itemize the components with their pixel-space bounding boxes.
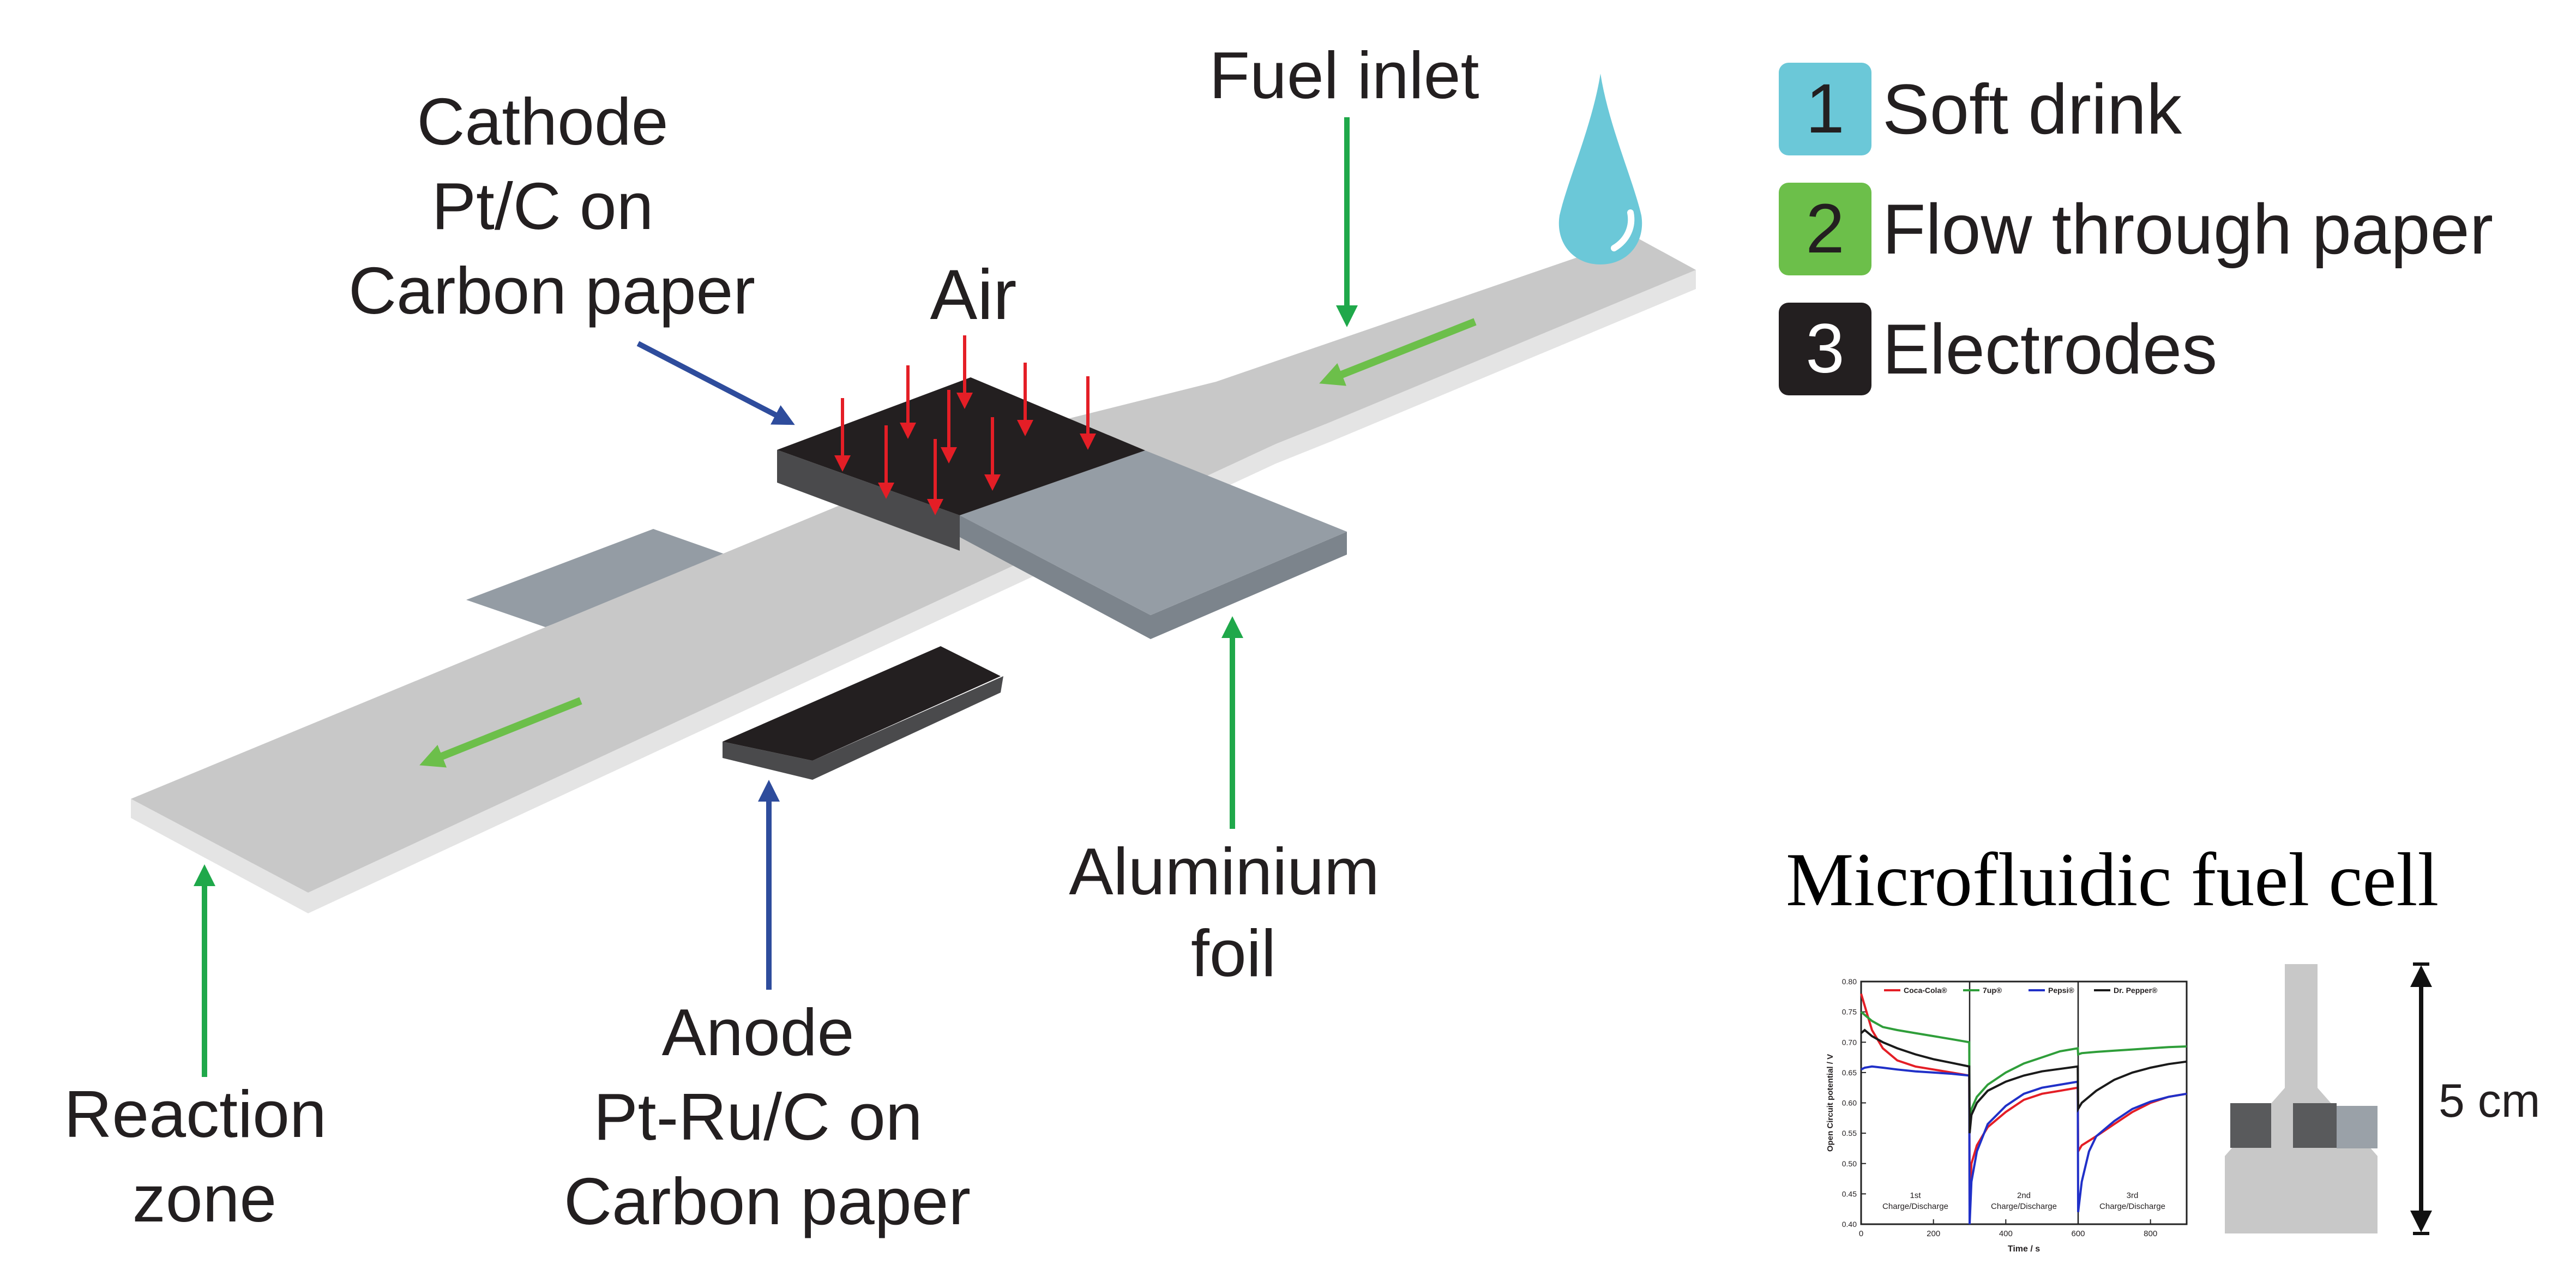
chart-legend-label: Dr. Pepper®	[2114, 986, 2158, 995]
chart-plot-frame	[1860, 980, 2188, 1225]
flow-arrow-reaction	[419, 697, 582, 768]
scale-label: 5 cm	[2439, 1075, 2540, 1127]
aluminium-foil-side	[960, 515, 1347, 639]
paper-strip	[131, 237, 1696, 893]
cathode-label: Cathode Pt/C on Carbon paper	[348, 85, 755, 328]
legend-text-1: Soft drink	[1882, 69, 2182, 149]
stage-label: Charge/Discharge	[1991, 1202, 2057, 1211]
legend-text-2: Flow through paper	[1882, 189, 2493, 269]
cathode-electrode-side	[777, 450, 960, 551]
chart-legend-label: Pepsi®	[2048, 986, 2074, 995]
legend-item-electrodes: 3 Electrodes	[1779, 303, 2217, 395]
cathode-electrode	[777, 377, 1145, 515]
y-tick-label: 0.55	[1842, 1129, 1857, 1137]
bottle-paper	[2225, 964, 2378, 1233]
chart-legend-label: 7up®	[1983, 986, 2002, 995]
reaction-zone-label: Reaction zone	[64, 1077, 345, 1236]
diagram-labels: Cathode Pt/C on Carbon paper Air Fuel in…	[64, 38, 1479, 1238]
bottle-device	[2225, 964, 2378, 1233]
legend-swatch-1	[1779, 63, 1871, 155]
legend-text-3: Electrodes	[1882, 309, 2217, 389]
x-tick-label: 200	[1927, 1229, 1940, 1238]
stage-label: Charge/Discharge	[2099, 1202, 2165, 1211]
chart-legend-label: Coca-Cola®	[1904, 986, 1947, 995]
aluminium-foil	[960, 450, 1347, 615]
x-tick-label: 600	[2071, 1229, 2085, 1238]
series-line	[1860, 993, 2187, 1206]
series-line	[1860, 1011, 2187, 1134]
aluminium-label: Aluminium foil	[1069, 834, 1398, 990]
series-line	[1860, 1028, 2187, 1134]
legend-item-flow: 2 Flow through paper	[1779, 183, 2493, 275]
y-tick-label: 0.40	[1842, 1220, 1857, 1229]
droplet-icon	[1558, 74, 1642, 264]
y-tick-label: 0.50	[1842, 1159, 1857, 1168]
y-tick-label: 0.60	[1842, 1099, 1857, 1108]
device-3d	[131, 74, 1696, 913]
x-tick-label: 0	[1859, 1229, 1863, 1238]
label-arrows	[194, 117, 1358, 1077]
scale-bar	[2410, 962, 2432, 1235]
x-tick-label: 800	[2144, 1229, 2157, 1238]
stage-label: 1st	[1910, 1191, 1921, 1200]
bottle-electrode-left	[2230, 1103, 2271, 1148]
x-axis-label: Time / s	[2008, 1244, 2040, 1254]
legend-item-soft-drink: 1 Soft drink	[1779, 63, 2182, 155]
y-tick-label: 0.80	[1842, 977, 1857, 986]
potential-chart: 0.40 0.45 0.50 0.55 0.60 0.65 0.70 0.75 0.80 0 200…	[1826, 977, 2188, 1254]
aluminium-foil-under	[466, 529, 731, 627]
series-line	[1861, 1065, 2187, 1225]
bottle-foil-right	[2337, 1106, 2378, 1148]
air-arrows	[834, 335, 1096, 515]
y-tick-label: 0.70	[1842, 1038, 1857, 1046]
air-label: Air	[930, 255, 1017, 334]
figure-title: Microfluidic fuel cell	[1786, 838, 2439, 922]
legend-number-1: 1	[1805, 70, 1844, 148]
stage-label: 2nd	[2017, 1191, 2031, 1200]
legend-swatch-3	[1779, 303, 1871, 395]
arrow-cathode	[636, 341, 795, 425]
y-tick-label: 0.75	[1842, 1008, 1857, 1016]
legend-number-2: 2	[1805, 190, 1844, 268]
fuel-inlet-label: Fuel inlet	[1209, 38, 1479, 112]
stage-label: Charge/Discharge	[1882, 1202, 1948, 1211]
legend-number-3: 3	[1805, 310, 1844, 388]
bottle-electrode-center	[2293, 1103, 2337, 1148]
y-axis-label: Open Circuit potential / V	[1826, 1054, 1835, 1152]
y-tick-label: 0.65	[1842, 1068, 1857, 1077]
y-tick-label: 0.45	[1842, 1189, 1857, 1198]
stage-label: 3rd	[2127, 1191, 2139, 1200]
legend: 1 Soft drink 2 Flow through paper 3 Elec…	[1779, 63, 2493, 395]
legend-swatch-2	[1779, 183, 1871, 275]
anode-electrode	[723, 646, 1001, 761]
anode-label: Anode Pt-Ru/C on Carbon paper	[564, 995, 971, 1238]
flow-arrow-inlet	[1319, 318, 1477, 386]
x-tick-label: 400	[1999, 1229, 2013, 1238]
